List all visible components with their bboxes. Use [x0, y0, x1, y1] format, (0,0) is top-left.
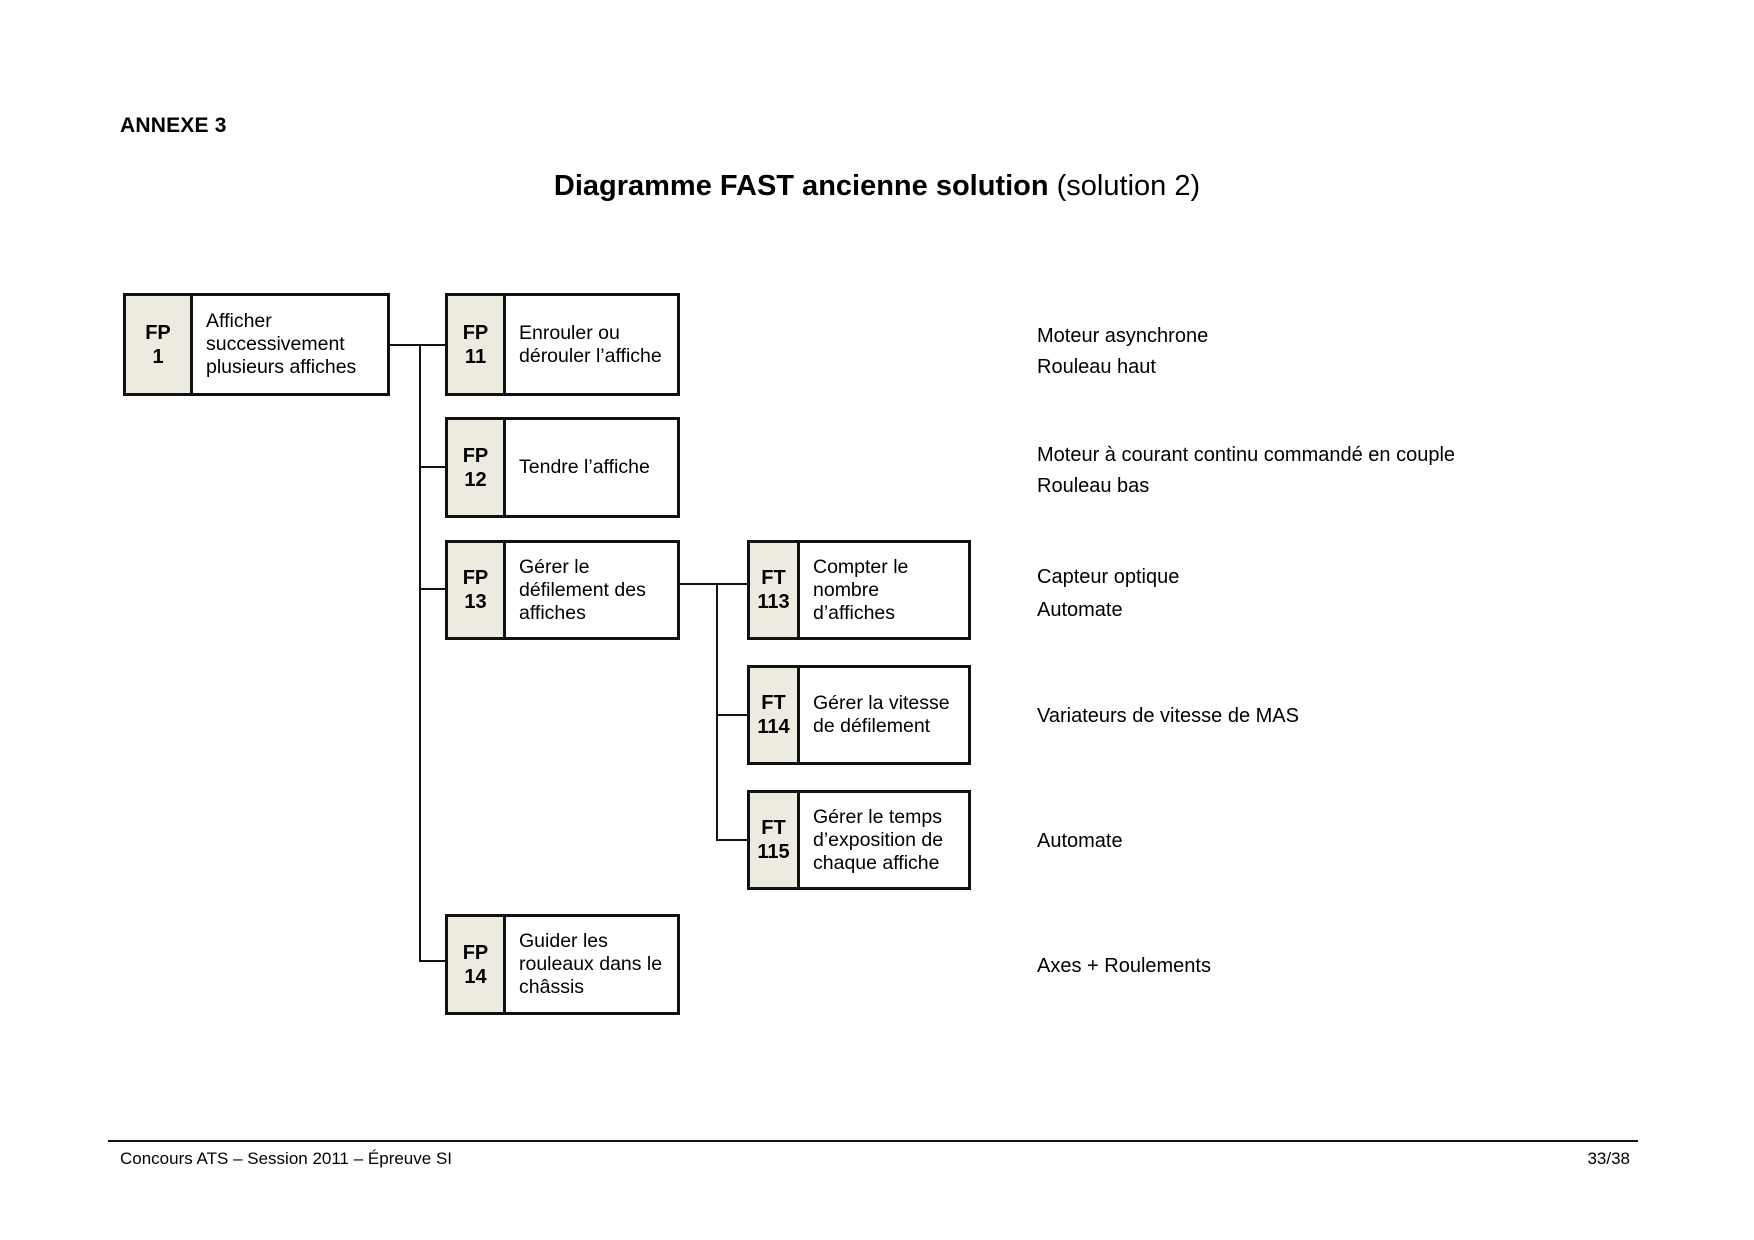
annotation-automate-ft115: Automate: [1037, 830, 1123, 852]
connector-trunk-fp: [419, 344, 421, 962]
box-code: FP: [462, 567, 489, 589]
connector-trunk-ft: [716, 583, 718, 841]
connector-stub-fp13: [419, 588, 445, 590]
fast-box-ft114: FT 114 Gérer la vitesse de défilement: [747, 665, 971, 765]
annexe-label: ANNEXE 3: [120, 114, 227, 137]
box-code: FP: [462, 444, 489, 467]
box-description: Tendre l’affiche: [519, 456, 650, 478]
fast-box-fp14-tag: FP 14: [448, 917, 506, 1012]
connector-stub-ft114: [716, 714, 747, 716]
fast-box-ft113-tag: FT 113: [750, 543, 800, 637]
box-code: FP: [145, 321, 171, 344]
annotation-automate-ft113: Automate: [1037, 599, 1123, 621]
box-description: Gérer le temps d’exposition de chaque af…: [813, 805, 944, 874]
page-title-bold: Diagramme FAST ancienne solution: [553, 170, 1049, 202]
connector-stub-fp14: [419, 960, 445, 962]
box-number: 114: [757, 716, 790, 738]
fast-box-ft115-tag: FT 115: [750, 793, 800, 887]
box-number: 113: [757, 591, 790, 613]
box-description: Gérer le défilement des affiches: [519, 555, 646, 624]
box-code: FP: [462, 941, 489, 964]
box-description: Gérer la vitesse de défilement: [813, 692, 950, 737]
annotation-rouleau-bas: Rouleau bas: [1037, 475, 1150, 497]
footer-document-title: Concours ATS – Session 2011 – Épreuve SI: [120, 1149, 453, 1168]
box-code: FT: [761, 817, 786, 839]
connector-stub-ft115: [716, 839, 747, 841]
annotation-axes-roulements: Axes + Roulements: [1037, 955, 1211, 977]
annotation-rouleau-haut: Rouleau haut: [1037, 356, 1156, 378]
page-title: Diagramme FAST ancienne solution (soluti…: [0, 170, 1754, 203]
fast-box-fp14: FP 14 Guider les rouleaux dans le châssi…: [445, 914, 680, 1015]
fast-box-fp1-tag: FP 1: [126, 296, 193, 393]
box-number: 1: [152, 345, 164, 368]
annotation-moteur-asynchrone: Moteur asynchrone: [1037, 325, 1209, 347]
fast-box-fp13: FP 13 Gérer le défilement des affiches: [445, 540, 680, 640]
box-number: 115: [757, 841, 790, 863]
connector-stub-fp12: [419, 466, 445, 468]
footer-rule: [108, 1140, 1638, 1142]
connector-fp1-to-fp11: [388, 344, 445, 346]
fast-box-fp11-tag: FP 11: [448, 296, 506, 393]
connector-fp13-to-ft113: [678, 583, 747, 585]
box-number: 13: [464, 591, 487, 613]
fast-box-fp11: FP 11 Enrouler ou dérouler l’affiche: [445, 293, 680, 396]
annotation-capteur-optique: Capteur optique: [1037, 566, 1180, 588]
box-description: Enrouler ou dérouler l’affiche: [519, 321, 662, 367]
fast-box-fp1: FP 1 Afficher successivement plusieurs a…: [123, 293, 390, 396]
annotation-variateurs-vitesse: Variateurs de vitesse de MAS: [1037, 705, 1299, 727]
footer-page-number: 33/38: [1587, 1149, 1630, 1168]
fast-box-fp12-tag: FP 12: [448, 420, 506, 515]
fast-box-fp13-tag: FP 13: [448, 543, 506, 637]
page-title-suffix: (solution 2): [1048, 170, 1201, 202]
box-description: Guider les rouleaux dans le châssis: [519, 930, 663, 998]
box-number: 12: [464, 468, 487, 491]
box-description: Afficher successivement plusieurs affich…: [206, 310, 357, 378]
box-description: Compter le nombre d’affiches: [813, 555, 909, 624]
box-code: FT: [761, 692, 786, 714]
box-number: 14: [464, 965, 487, 988]
box-code: FT: [761, 567, 786, 589]
box-code: FP: [462, 321, 489, 344]
fast-box-ft113: FT 113 Compter le nombre d’affiches: [747, 540, 971, 640]
fast-box-ft115: FT 115 Gérer le temps d’exposition de ch…: [747, 790, 971, 890]
annotation-moteur-courant-continu: Moteur à courant continu commandé en cou…: [1037, 444, 1456, 466]
fast-box-fp12: FP 12 Tendre l’affiche: [445, 417, 680, 518]
box-number: 11: [464, 345, 487, 368]
fast-box-ft114-tag: FT 114: [750, 668, 800, 762]
